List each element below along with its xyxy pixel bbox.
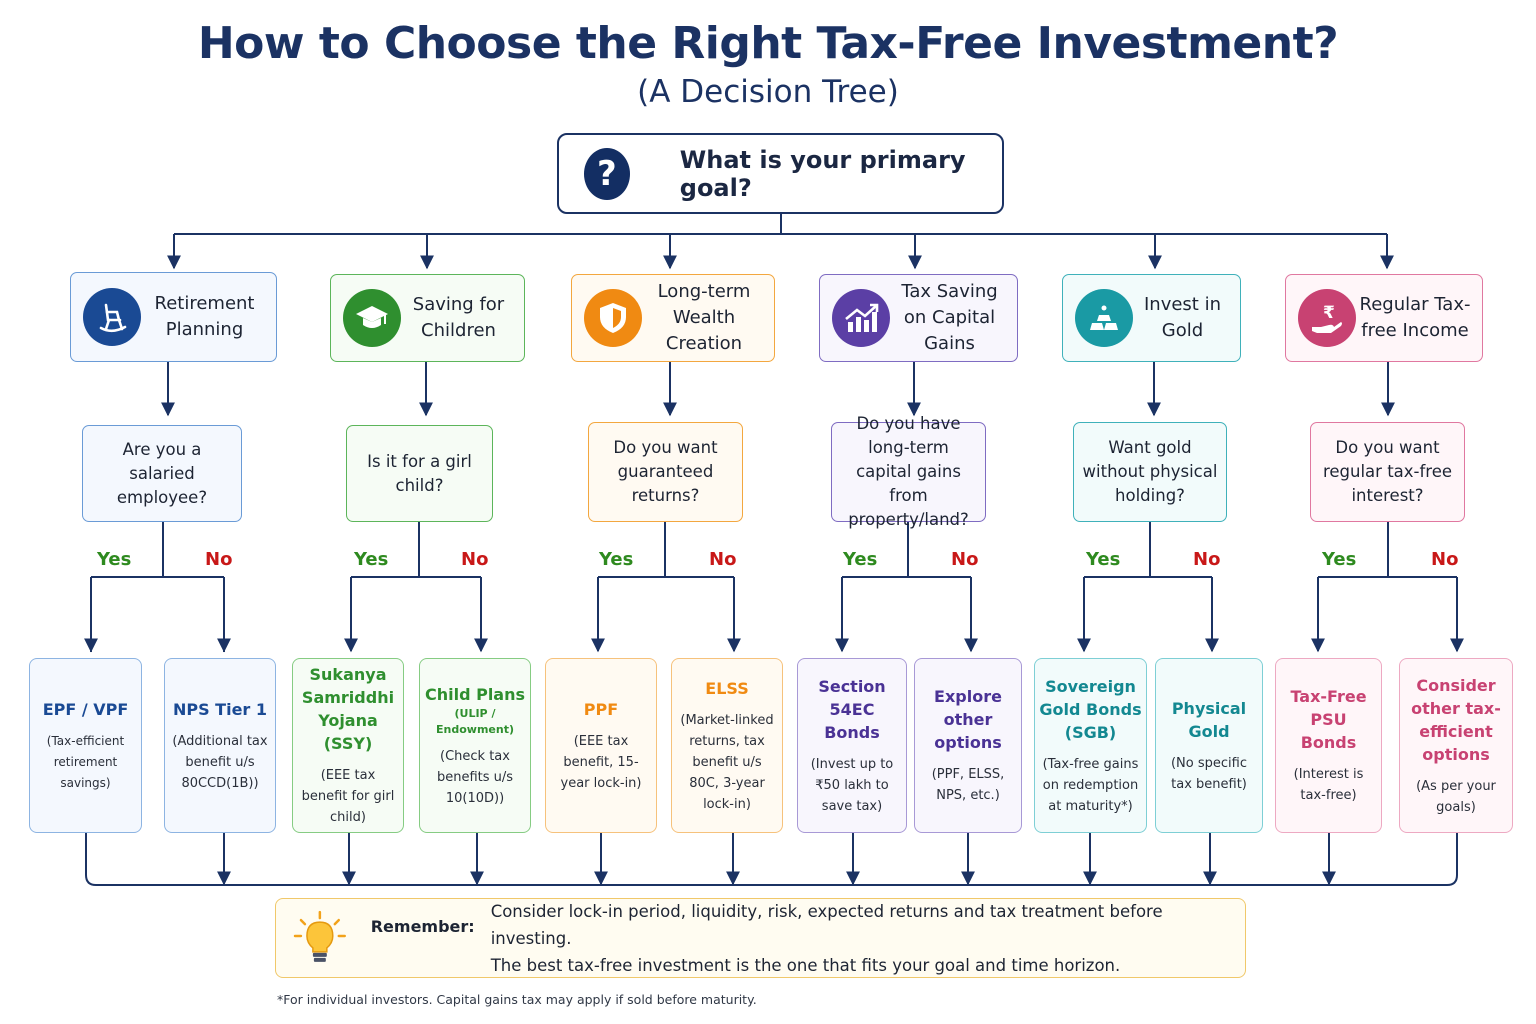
shield-icon xyxy=(584,289,642,347)
graduation-cap-icon xyxy=(343,289,401,347)
leaf-title: NPS Tier 1 xyxy=(172,699,268,719)
goal-saving-for-children: Saving for Children xyxy=(330,274,525,362)
leaf-title: Sovereign Gold Bonds (SGB) xyxy=(1039,676,1142,742)
goal-long-term-wealth: Long-term Wealth Creation xyxy=(571,274,775,362)
yes-label: Yes xyxy=(97,549,132,570)
leaf-desc: (Tax-free gains on redemption at maturit… xyxy=(1042,756,1139,814)
question-gold-holding: Want gold without physical holding? xyxy=(1073,422,1227,522)
leaf-desc: (Check tax benefits u/s 10(10D)) xyxy=(436,748,514,806)
question-tax-free-interest: Do you want regular tax-free interest? xyxy=(1310,422,1465,522)
yes-label: Yes xyxy=(843,549,878,570)
goal-label: Long-term Wealth Creation xyxy=(657,281,751,354)
leaf-desc: (PPF, ELSS, NPS, etc.) xyxy=(931,767,1005,803)
note-line: Consider lock-in period, liquidity, risk… xyxy=(490,901,1163,948)
question-icon: ? xyxy=(584,147,630,200)
goal-regular-tax-free-income: ₹ Regular Tax-free Income xyxy=(1285,274,1483,362)
leaf-title: Consider other tax-efficient options xyxy=(1411,675,1501,764)
remember-note: Remember: Consider lock-in period, liqui… xyxy=(275,898,1246,978)
goal-label: Regular Tax-free Income xyxy=(1359,294,1471,341)
yes-label: Yes xyxy=(1086,549,1121,570)
question-girl-child: Is it for a girl child? xyxy=(346,425,493,522)
leaf-title: ELSS xyxy=(705,678,749,698)
leaf-title: Child Plans xyxy=(424,684,526,704)
question-capital-gains: Do you have long-term capital gains from… xyxy=(831,414,986,529)
leaf-desc: (EEE tax benefit for girl child) xyxy=(301,768,395,825)
gold-bars-icon xyxy=(1075,289,1133,347)
no-label: No xyxy=(461,549,489,570)
leaf-ssy: Sukanya Samriddhi Yojana (SSY) (EEE tax … xyxy=(292,658,404,833)
page-subtitle: (A Decision Tree) xyxy=(637,74,899,110)
leaf-other-tax-efficient: Consider other tax-efficient options (As… xyxy=(1399,658,1513,833)
no-label: No xyxy=(951,549,979,570)
leaf-child-plans: Child Plans (ULIP / Endowment) (Check ta… xyxy=(419,658,531,833)
rupee-hand-icon: ₹ xyxy=(1298,289,1356,347)
note-text: Consider lock-in period, liquidity, risk… xyxy=(491,898,1245,979)
svg-text:₹: ₹ xyxy=(1323,303,1335,323)
leaf-sgb: Sovereign Gold Bonds (SGB) (Tax-free gai… xyxy=(1034,658,1147,833)
root-question-text: What is your primary goal? xyxy=(679,145,966,202)
goal-label: Tax Saving on Capital Gains xyxy=(901,281,998,354)
goal-invest-in-gold: Invest in Gold xyxy=(1062,274,1241,362)
leaf-ppf: PPF (EEE tax benefit, 15-year lock-in) xyxy=(545,658,657,833)
leaf-desc: (Tax-efficient retirement savings) xyxy=(46,733,125,790)
yes-label: Yes xyxy=(599,549,634,570)
root-question-box: ? What is your primary goal? xyxy=(557,133,1004,214)
footnote: *For individual investors. Capital gains… xyxy=(277,992,757,1007)
no-label: No xyxy=(709,549,737,570)
no-label: No xyxy=(205,549,233,570)
rocking-chair-icon xyxy=(83,288,141,346)
leaf-desc: (Interest is tax-free) xyxy=(1293,767,1364,803)
leaf-elss: ELSS (Market-linked returns, tax benefit… xyxy=(671,658,783,833)
lightbulb-icon xyxy=(293,910,346,962)
growth-chart-icon xyxy=(832,289,890,347)
leaf-subtitle: (ULIP / Endowment) xyxy=(436,706,514,736)
note-line: The best tax-free investment is the one … xyxy=(490,955,1121,975)
leaf-desc: (EEE tax benefit, 15-year lock-in) xyxy=(560,733,642,791)
leaf-title: EPF / VPF xyxy=(42,699,129,719)
leaf-desc: (As per your goals) xyxy=(1416,778,1496,815)
goal-label: Saving for Children xyxy=(412,294,505,341)
leaf-epf-vpf: EPF / VPF (Tax-efficient retirement savi… xyxy=(29,658,142,833)
leaf-desc: (Market-linked returns, tax benefit u/s … xyxy=(680,712,774,812)
leaf-title: Tax-Free PSU Bonds xyxy=(1290,687,1367,752)
yes-label: Yes xyxy=(354,549,389,570)
question-guaranteed-returns: Do you want guaranteed returns? xyxy=(588,422,743,522)
leaf-title: Physical Gold xyxy=(1171,698,1247,741)
leaf-title: PPF xyxy=(583,699,619,719)
page-title: How to Choose the Right Tax-Free Investm… xyxy=(197,18,1339,69)
goal-tax-saving-capital-gains: Tax Saving on Capital Gains xyxy=(819,274,1018,362)
leaf-physical-gold: Physical Gold (No specific tax benefit) xyxy=(1155,658,1263,833)
goal-retirement-planning: Retirement Planning xyxy=(70,272,277,362)
no-label: No xyxy=(1193,549,1221,570)
leaf-desc: (Invest up to ₹50 lakh to save tax) xyxy=(810,756,894,814)
leaf-nps-tier1: NPS Tier 1 (Additional tax benefit u/s 8… xyxy=(164,658,276,833)
leaf-title: Section 54EC Bonds xyxy=(818,676,886,742)
yes-label: Yes xyxy=(1322,549,1357,570)
leaf-title: Sukanya Samriddhi Yojana (SSY) xyxy=(301,665,395,753)
no-label: No xyxy=(1431,549,1459,570)
leaf-psu-bonds: Tax-Free PSU Bonds (Interest is tax-free… xyxy=(1275,658,1382,833)
leaf-desc: (No specific tax benefit) xyxy=(1170,755,1247,792)
question-salaried: Are you a salaried employee? xyxy=(82,425,242,522)
leaf-desc: (Additional tax benefit u/s 80CCD(1B)) xyxy=(172,733,268,791)
goal-label: Invest in Gold xyxy=(1143,294,1221,341)
leaf-54ec-bonds: Section 54EC Bonds (Invest up to ₹50 lak… xyxy=(797,658,907,833)
note-label: Remember: xyxy=(370,917,475,936)
goal-label: Retirement Planning xyxy=(154,293,255,340)
leaf-explore-other: Explore other options (PPF, ELSS, NPS, e… xyxy=(914,658,1022,833)
leaf-title: Explore other options xyxy=(934,687,1002,752)
